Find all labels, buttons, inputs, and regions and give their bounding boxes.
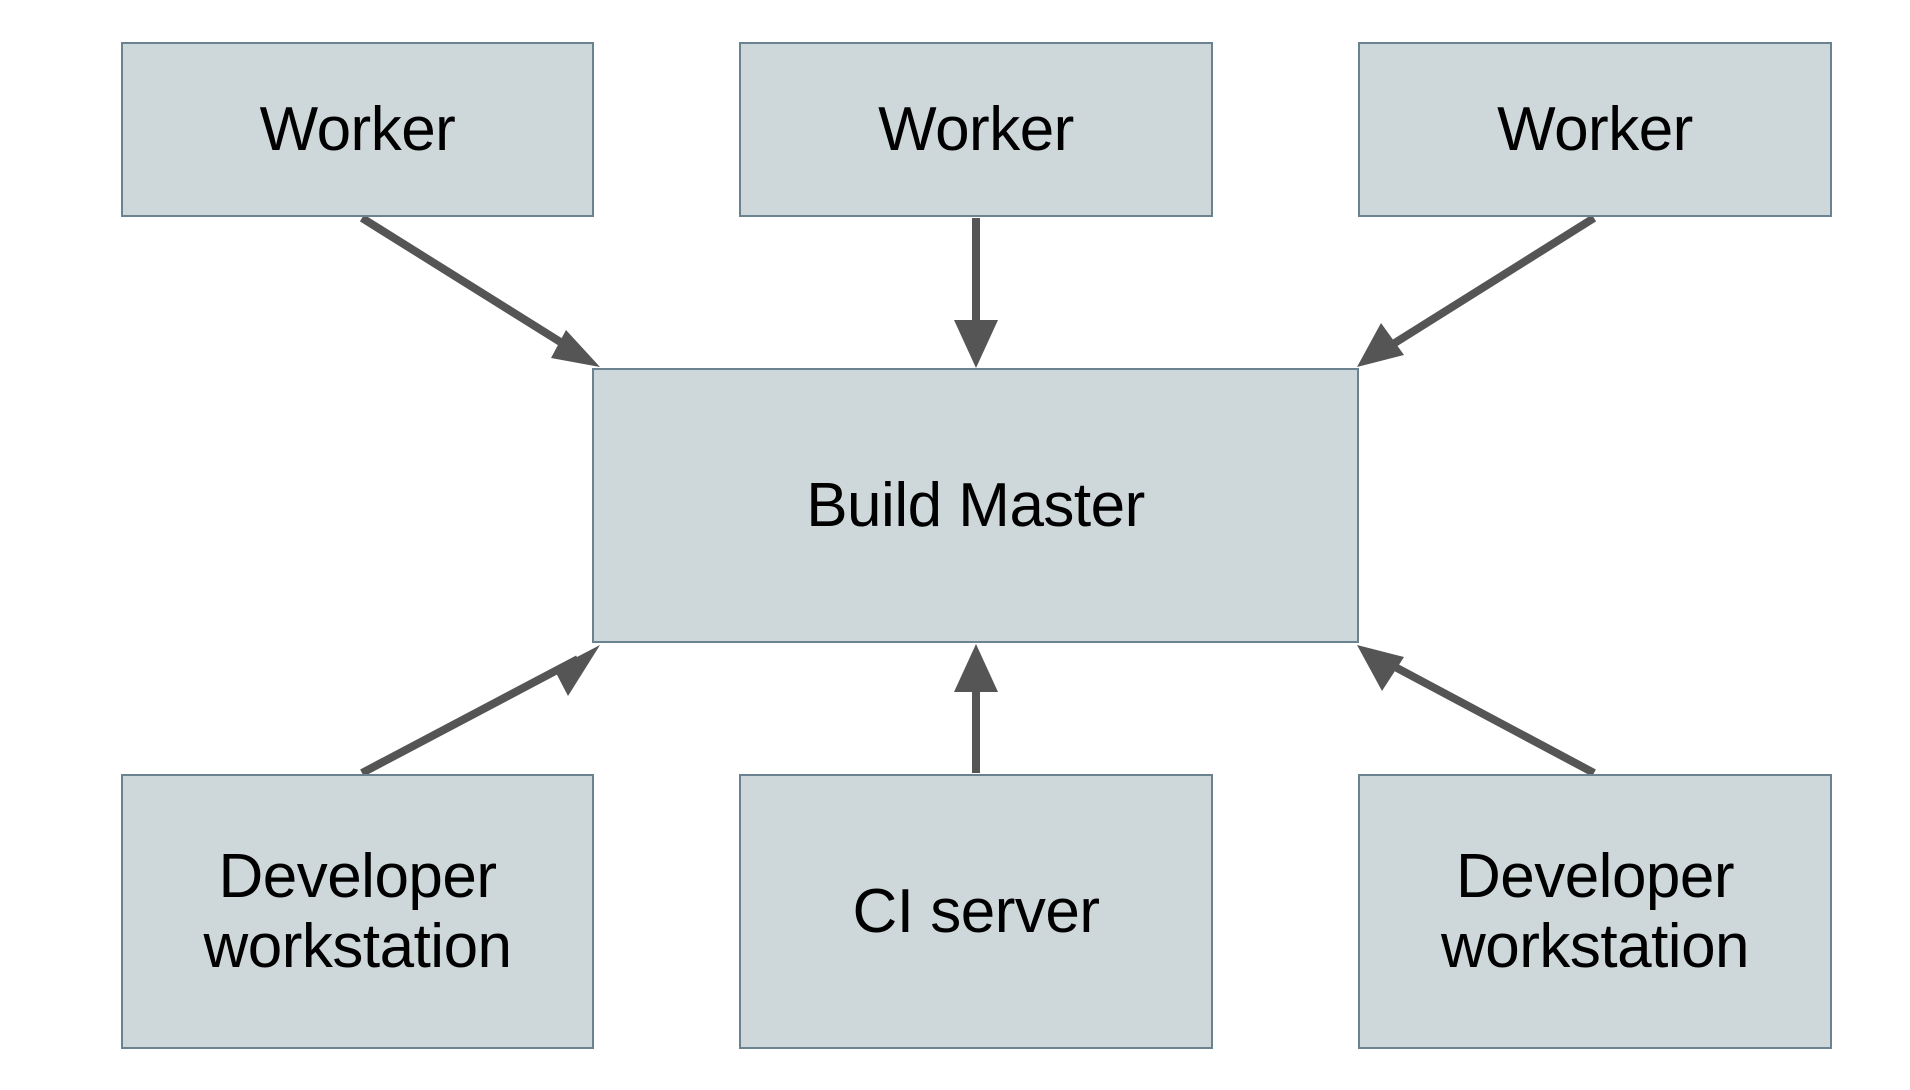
edge-developer-workstation-right-to-build-master xyxy=(1357,645,1596,777)
edge-worker-2-to-build-master xyxy=(954,218,998,368)
node-developer-workstation-left[interactable]: Developer workstation xyxy=(121,774,594,1049)
node-developer-workstation-right[interactable]: Developer workstation xyxy=(1358,774,1832,1049)
edge-worker-3-to-build-master xyxy=(1357,214,1597,367)
node-worker-3-label: Worker xyxy=(1497,94,1693,164)
edge-developer-workstation-left-to-build-master xyxy=(360,645,600,777)
node-worker-3[interactable]: Worker xyxy=(1358,42,1832,217)
node-worker-2-label: Worker xyxy=(878,94,1074,164)
node-worker-1[interactable]: Worker xyxy=(121,42,594,217)
node-worker-2[interactable]: Worker xyxy=(739,42,1213,217)
node-build-master-label: Build Master xyxy=(806,470,1145,540)
edge-ci-server-to-build-master xyxy=(954,644,998,773)
node-worker-1-label: Worker xyxy=(259,94,456,164)
node-developer-workstation-left-label: Developer workstation xyxy=(203,842,512,981)
node-developer-workstation-right-label: Developer workstation xyxy=(1440,842,1750,981)
edge-worker-1-to-build-master xyxy=(359,214,600,367)
node-build-master[interactable]: Build Master xyxy=(592,368,1359,643)
node-ci-server[interactable]: CI server xyxy=(739,774,1213,1049)
node-ci-server-label: CI server xyxy=(852,876,1100,946)
